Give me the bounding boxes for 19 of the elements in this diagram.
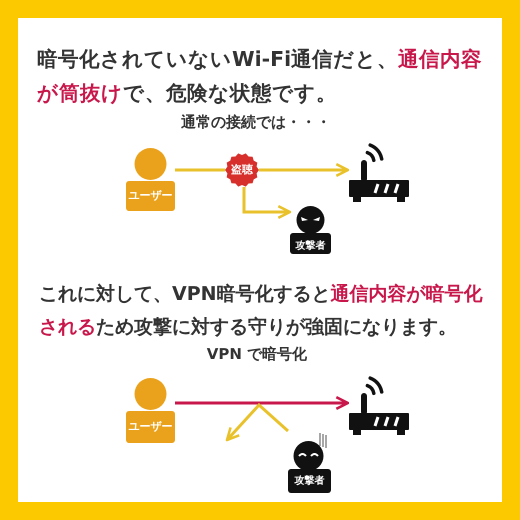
arrow [226, 402, 289, 442]
figure-label: 攻撃者 [296, 240, 326, 252]
subheading-text: 通常の接続では・・・ [181, 112, 331, 132]
figure-label: ユーザー [128, 189, 172, 202]
connector-line [175, 168, 225, 172]
attacker-figure [288, 431, 331, 493]
arrow [242, 187, 292, 220]
person-figure [126, 377, 175, 443]
arrow [259, 162, 350, 178]
heading-text: 暗号化されていないWi-Fi通信だと、通信内容が筒抜けで、危険な状態です。 [37, 46, 484, 107]
attacker-figure [290, 205, 331, 254]
badge-label: 盗聴 [231, 164, 253, 176]
figure-label: 攻撃者 [294, 476, 324, 486]
figure-label: ユーザー [128, 420, 172, 434]
person-figure [126, 147, 175, 211]
subheading-text: VPN で暗号化 [206, 344, 308, 364]
arrow [175, 396, 350, 410]
heading-text: これに対して、VPN暗号化すると通信内容が暗号化されるため攻撃に対する守りが強固になります。 [39, 282, 484, 340]
starburst-badge [225, 153, 259, 187]
